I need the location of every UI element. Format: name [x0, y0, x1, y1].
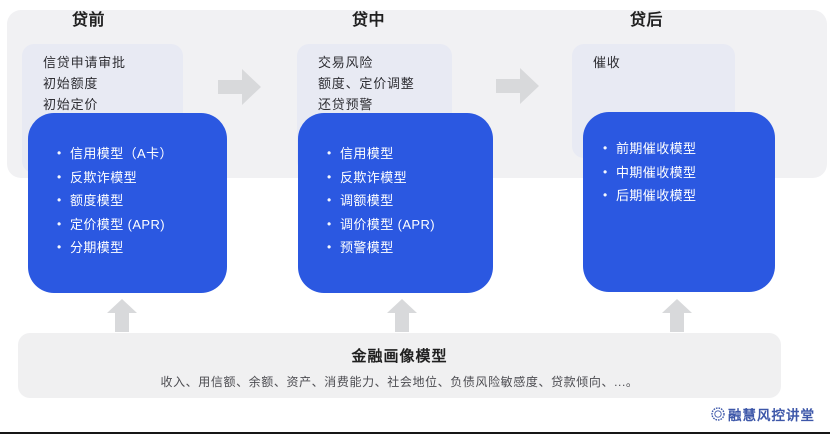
- arrow-up-icon: [662, 299, 692, 332]
- arrow-right-icon: [218, 68, 262, 106]
- model-item: 中期催收模型: [603, 165, 767, 180]
- model-item: 调额模型: [327, 193, 485, 208]
- seal-icon: [711, 407, 725, 421]
- bottom-edge-line: [0, 432, 830, 434]
- model-item: 前期催收模型: [603, 141, 767, 156]
- post-loan-model-list: 前期催收模型中期催收模型后期催收模型: [583, 112, 775, 203]
- in-loan-models-card: 信用模型反欺诈模型调额模型调价模型 (APR) 预警模型: [298, 113, 493, 293]
- model-item: 定价模型 (APR): [57, 217, 219, 232]
- post-loan-summary-lines: 催收: [593, 52, 721, 73]
- summary-line: 信贷申请审批: [43, 55, 126, 70]
- pre-loan-summary-lines: 信贷申请审批初始额度初始定价: [43, 52, 169, 115]
- in-loan-summary-lines: 交易风险额度、定价调整还贷预警: [318, 52, 438, 115]
- stage-title-in-loan: 贷中: [352, 12, 386, 29]
- foundation-card: 金融画像模型 收入、用信额、余额、资产、消费能力、社会地位、负债风险敏感度、贷款…: [18, 333, 781, 398]
- model-item: 信用模型（A卡）: [57, 146, 219, 161]
- summary-line: 额度、定价调整: [318, 76, 415, 91]
- model-item: 后期催收模型: [603, 188, 767, 203]
- summary-line: 还贷预警: [318, 97, 374, 112]
- pre-loan-models-card: 信用模型（A卡） 反欺诈模型额度模型定价模型 (APR) 分期模型: [28, 113, 227, 293]
- model-item: 分期模型: [57, 240, 219, 255]
- model-item: 信用模型: [327, 146, 485, 161]
- arrow-right-icon: [496, 67, 540, 105]
- stage-title-pre-loan: 贷前: [72, 12, 106, 29]
- watermark-label: 融慧风控讲堂: [728, 408, 815, 423]
- model-item: 反欺诈模型: [327, 170, 485, 185]
- arrow-up-icon: [107, 299, 137, 332]
- watermark: 融慧风控讲堂: [711, 404, 815, 424]
- model-item: 反欺诈模型: [57, 170, 219, 185]
- stage-title-post-loan: 贷后: [630, 12, 664, 29]
- model-item: 额度模型: [57, 193, 219, 208]
- foundation-title: 金融画像模型: [351, 348, 448, 365]
- model-item: 调价模型 (APR): [327, 217, 485, 232]
- in-loan-model-list: 信用模型反欺诈模型调额模型调价模型 (APR) 预警模型: [298, 113, 493, 255]
- summary-line: 催收: [593, 55, 621, 70]
- arrow-up-icon: [387, 299, 417, 332]
- foundation-description: 收入、用信额、余额、资产、消费能力、社会地位、负债风险敏感度、贷款倾向、...。: [160, 375, 639, 389]
- post-loan-models-card: 前期催收模型中期催收模型后期催收模型: [583, 112, 775, 292]
- summary-line: 初始额度: [43, 76, 99, 91]
- summary-line: 交易风险: [318, 55, 374, 70]
- pre-loan-model-list: 信用模型（A卡） 反欺诈模型额度模型定价模型 (APR) 分期模型: [28, 113, 227, 255]
- model-item: 预警模型: [327, 240, 485, 255]
- summary-line: 初始定价: [43, 97, 99, 112]
